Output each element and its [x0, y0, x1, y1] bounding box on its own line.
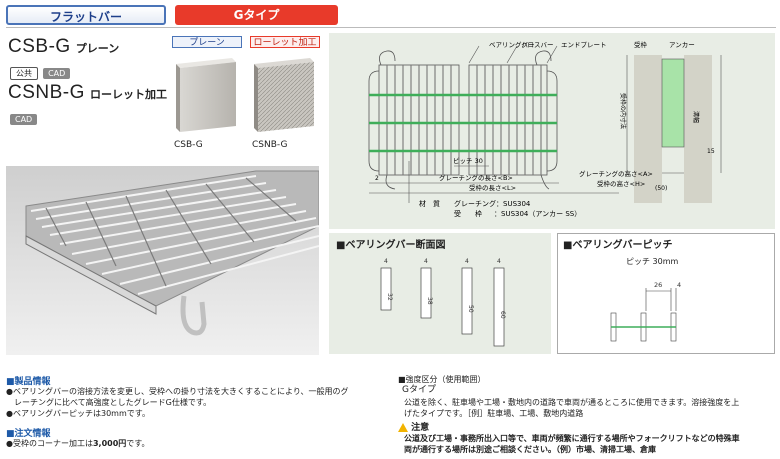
order-info-body: ●受枠のコーナー加工は3,000円です。 [6, 438, 150, 449]
caution-line2: 両が通行する場所は別途ご相談ください。（例）市場、清掃工場、倉庫 [404, 445, 656, 454]
tag-cad-2[interactable]: CAD [10, 114, 38, 125]
bar32-thickness: 4 [384, 258, 388, 265]
caution-title: 注意 [411, 423, 430, 433]
bar-section-38 [420, 267, 432, 319]
strength-line1: 公道を除く、駐車場や工場・敷地内の道路で車両が通るところに使用できます。溶接強度… [404, 398, 740, 407]
pitch-panel [557, 233, 775, 354]
product2-tags: CAD [10, 107, 38, 126]
caution-body: 公道及び工場・事務所出入口等で、車両が頻繁に通行する場所やフォークリフトなどの特… [404, 433, 776, 455]
pitch-value: ピッチ 30mm [626, 257, 679, 266]
label-ditch-width: 溝幅 [692, 111, 700, 123]
product1-sub: プレーン [75, 42, 120, 55]
pitch-gap: 26 [654, 281, 662, 289]
label-anchor: アンカー [669, 41, 695, 49]
product2-code: CSNB-G [8, 82, 85, 103]
material-title: 材 質 [419, 199, 440, 208]
product1-code: CSB-G [8, 36, 71, 57]
product-info-title: ■製品情報 [6, 377, 51, 387]
bar-section-panel [329, 233, 551, 354]
label-dim-15: 15 [707, 148, 715, 155]
bar50-height: 50 [467, 305, 474, 313]
product-info-line2: レーチングに比べて高強度としたグレードG仕様です。 [6, 398, 212, 407]
caution-header: 注意 [398, 420, 429, 433]
strength-type: Gタイプ [402, 385, 436, 395]
technical-drawing: ベアリングバー クロスバー エンドプレート 受枠 アンカー ピッチ 30 グレー… [368, 40, 722, 218]
sample-plain-bar [176, 58, 236, 132]
bar38-thickness: 4 [424, 258, 428, 265]
order-info-price: 3,000円 [92, 439, 127, 448]
label-cross-bar: クロスバー [521, 41, 554, 49]
bar32-height: 32 [386, 293, 393, 301]
bar-section-60 [493, 267, 505, 347]
strength-body: 公道を除く、駐車場や工場・敷地内の道路で車両が通るところに使用できます。溶接強度… [404, 397, 776, 419]
sample-knurl-caption: CSNB-G [252, 140, 288, 150]
pitch-title: ■ベアリングバーピッチ [563, 240, 673, 251]
bar-section-32 [380, 267, 392, 311]
bar-section-50 [461, 267, 473, 335]
bar38-height: 38 [426, 297, 433, 305]
product2-sub: ローレット加工 [90, 88, 167, 101]
bar60-height: 60 [499, 311, 506, 319]
order-info-title: ■注文情報 [6, 429, 51, 439]
label-grating-length: グレーチングの長さ<B> [439, 173, 513, 182]
product-info-line1: ●ベアリングバーの溶接方法を変更し、受枠への掛り寸法を大きくすることにより、一般… [6, 387, 349, 396]
product-info-line3: ●ベアリングバーピッチは30mmです。 [6, 409, 150, 418]
label-grating-height: グレーチングの高さ<A> [579, 169, 653, 178]
label-frame: 受枠 [634, 40, 648, 49]
tag-public: 公共 [10, 67, 38, 80]
product2-title: CSNB-G ローレット加工 [8, 82, 167, 104]
product-info-body: ●ベアリングバーの溶接方法を変更し、受枠への掛り寸法を大きくすることにより、一般… [6, 386, 391, 419]
bar-section-diagram: 4 4 4 4 32 38 50 60 [380, 258, 506, 347]
caution-line1: 公道及び工場・事務所出入口等で、車両が頻繁に通行する場所やフォークリフトなどの特… [404, 434, 740, 443]
warning-icon [398, 423, 408, 432]
material-frame: ：SUS304（アンカー SS） [494, 210, 581, 218]
order-info-prefix: ●受枠のコーナー加工は [6, 439, 93, 448]
label-bearing-bar: ベアリングバー [489, 40, 535, 49]
product-photo [6, 166, 319, 355]
label-frame-inner: 受枠の内寸法 [619, 93, 627, 129]
header-divider [6, 27, 776, 28]
pitch-diagram: 26 4 [610, 281, 681, 342]
product1-title: CSB-G プレーン [8, 36, 119, 58]
bar50-thickness: 4 [465, 258, 469, 265]
strength-title: ■強度区分（使用範囲） [398, 375, 486, 384]
label-end-plate: エンドプレート [561, 41, 607, 49]
material-grating: グレーチング：SUS304 [454, 199, 531, 208]
order-info-suffix: です。 [126, 439, 150, 448]
label-frame-length: 受枠の長さ<L> [469, 183, 516, 192]
sample-plain-label: プレーン [172, 36, 242, 48]
bar-section-title: ■ベアリングバー断面図 [336, 240, 446, 251]
sample-knurl-label: ローレット加工 [250, 36, 320, 48]
product1-tags: 公共 CAD [10, 61, 71, 80]
strength-line2: げたタイプです。［例］駐車場、工場、敷地内道路 [404, 409, 584, 418]
sample-knurl-bar [254, 58, 314, 132]
pitch-thickness: 4 [677, 281, 681, 289]
label-dim-2: 2 [375, 175, 379, 182]
label-pitch: ピッチ 30 [453, 157, 483, 165]
label-frame-height: 受枠の高さ<H> [597, 179, 645, 188]
sample-plain-caption: CSB-G [174, 140, 203, 150]
bar60-thickness: 4 [497, 258, 501, 265]
sample-bars-image [176, 58, 314, 132]
tab-flat-bar[interactable]: フラットバー [6, 5, 166, 25]
material-frame-label: 受 枠 [454, 209, 482, 218]
tab-g-type[interactable]: Gタイプ [175, 5, 338, 25]
tag-cad[interactable]: CAD [43, 68, 71, 79]
label-dim-50: (50) [655, 185, 667, 192]
